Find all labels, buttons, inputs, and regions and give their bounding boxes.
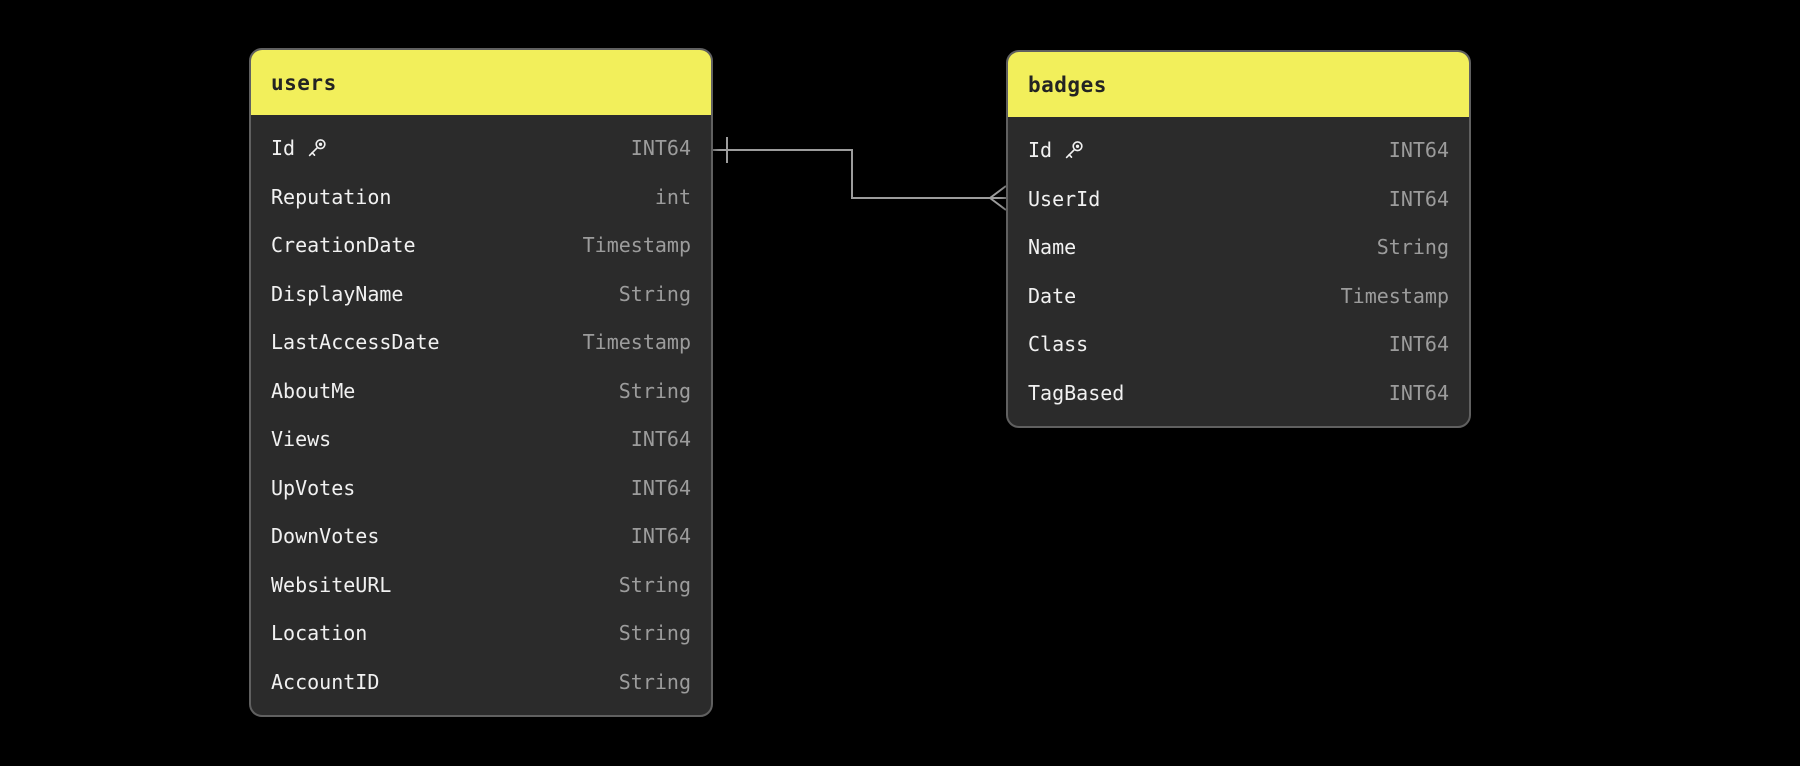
relationship-line [713, 149, 990, 199]
table-badges-header[interactable]: badges [1008, 52, 1469, 117]
field-type: int [654, 184, 691, 209]
field-row-badges-id[interactable]: Id INT64 [1008, 126, 1469, 175]
field-row-users-views[interactable]: Views INT64 [251, 415, 711, 464]
field-name: UpVotes [271, 475, 356, 500]
field-type: String [618, 669, 691, 694]
field-name: Views [271, 427, 332, 452]
table-badges[interactable]: badges Id INT64 [1006, 50, 1471, 428]
field-type: INT64 [630, 136, 691, 161]
table-users-header[interactable]: users [251, 50, 711, 115]
field-type: String [618, 378, 691, 403]
field-name: CreationDate [271, 233, 416, 258]
field-type: String [618, 281, 691, 306]
field-name: Id [271, 136, 296, 161]
field-name: Name [1028, 235, 1077, 260]
field-row-users-creationdate[interactable]: CreationDate Timestamp [251, 221, 711, 270]
field-row-badges-class[interactable]: Class INT64 [1008, 320, 1469, 369]
field-row-users-aboutme[interactable]: AboutMe String [251, 367, 711, 416]
key-icon [1062, 139, 1085, 162]
field-name: LastAccessDate [271, 330, 440, 355]
field-name: Class [1028, 332, 1089, 357]
field-type: String [618, 621, 691, 646]
field-type: INT64 [1388, 332, 1449, 357]
field-type: Timestamp [1340, 283, 1449, 308]
field-row-badges-tagbased[interactable]: TagBased INT64 [1008, 369, 1469, 418]
field-type: INT64 [1388, 186, 1449, 211]
field-row-users-reputation[interactable]: Reputation int [251, 173, 711, 222]
field-name: Id [1028, 138, 1053, 163]
field-name: AboutMe [271, 378, 356, 403]
key-icon [305, 137, 328, 160]
field-row-users-displayname[interactable]: DisplayName String [251, 270, 711, 319]
field-type: INT64 [1388, 380, 1449, 405]
field-name: Date [1028, 283, 1077, 308]
field-row-badges-date[interactable]: Date Timestamp [1008, 272, 1469, 321]
field-name: AccountID [271, 669, 380, 694]
field-row-users-accountid[interactable]: AccountID String [251, 658, 711, 707]
field-row-users-websiteurl[interactable]: WebsiteURL String [251, 561, 711, 610]
field-type: Timestamp [582, 330, 691, 355]
field-row-users-upvotes[interactable]: UpVotes INT64 [251, 464, 711, 513]
field-name: DisplayName [271, 281, 404, 306]
field-name: UserId [1028, 186, 1101, 211]
field-name: TagBased [1028, 380, 1125, 405]
field-row-badges-name[interactable]: Name String [1008, 223, 1469, 272]
field-type: String [1376, 235, 1449, 260]
field-type: INT64 [630, 475, 691, 500]
cardinality-crow-foot-icon [989, 185, 1007, 211]
field-name: DownVotes [271, 524, 380, 549]
field-type: INT64 [630, 524, 691, 549]
field-type: String [618, 572, 691, 597]
field-name: WebsiteURL [271, 572, 392, 597]
field-row-users-downvotes[interactable]: DownVotes INT64 [251, 512, 711, 561]
field-row-badges-userid[interactable]: UserId INT64 [1008, 175, 1469, 224]
field-type: INT64 [630, 427, 691, 452]
field-name: Location [271, 621, 368, 646]
field-name: Reputation [271, 184, 392, 209]
field-row-users-lastaccessdate[interactable]: LastAccessDate Timestamp [251, 318, 711, 367]
table-users-body: Id INT64 Reputation int [251, 115, 711, 715]
field-type: Timestamp [582, 233, 691, 258]
table-title: badges [1028, 72, 1107, 97]
field-row-users-location[interactable]: Location String [251, 609, 711, 658]
table-title: users [271, 70, 337, 95]
field-row-users-id[interactable]: Id INT64 [251, 124, 711, 173]
table-users[interactable]: users Id INT64 [249, 48, 713, 717]
field-type: INT64 [1388, 138, 1449, 163]
table-badges-body: Id INT64 UserId INT64 [1008, 117, 1469, 426]
